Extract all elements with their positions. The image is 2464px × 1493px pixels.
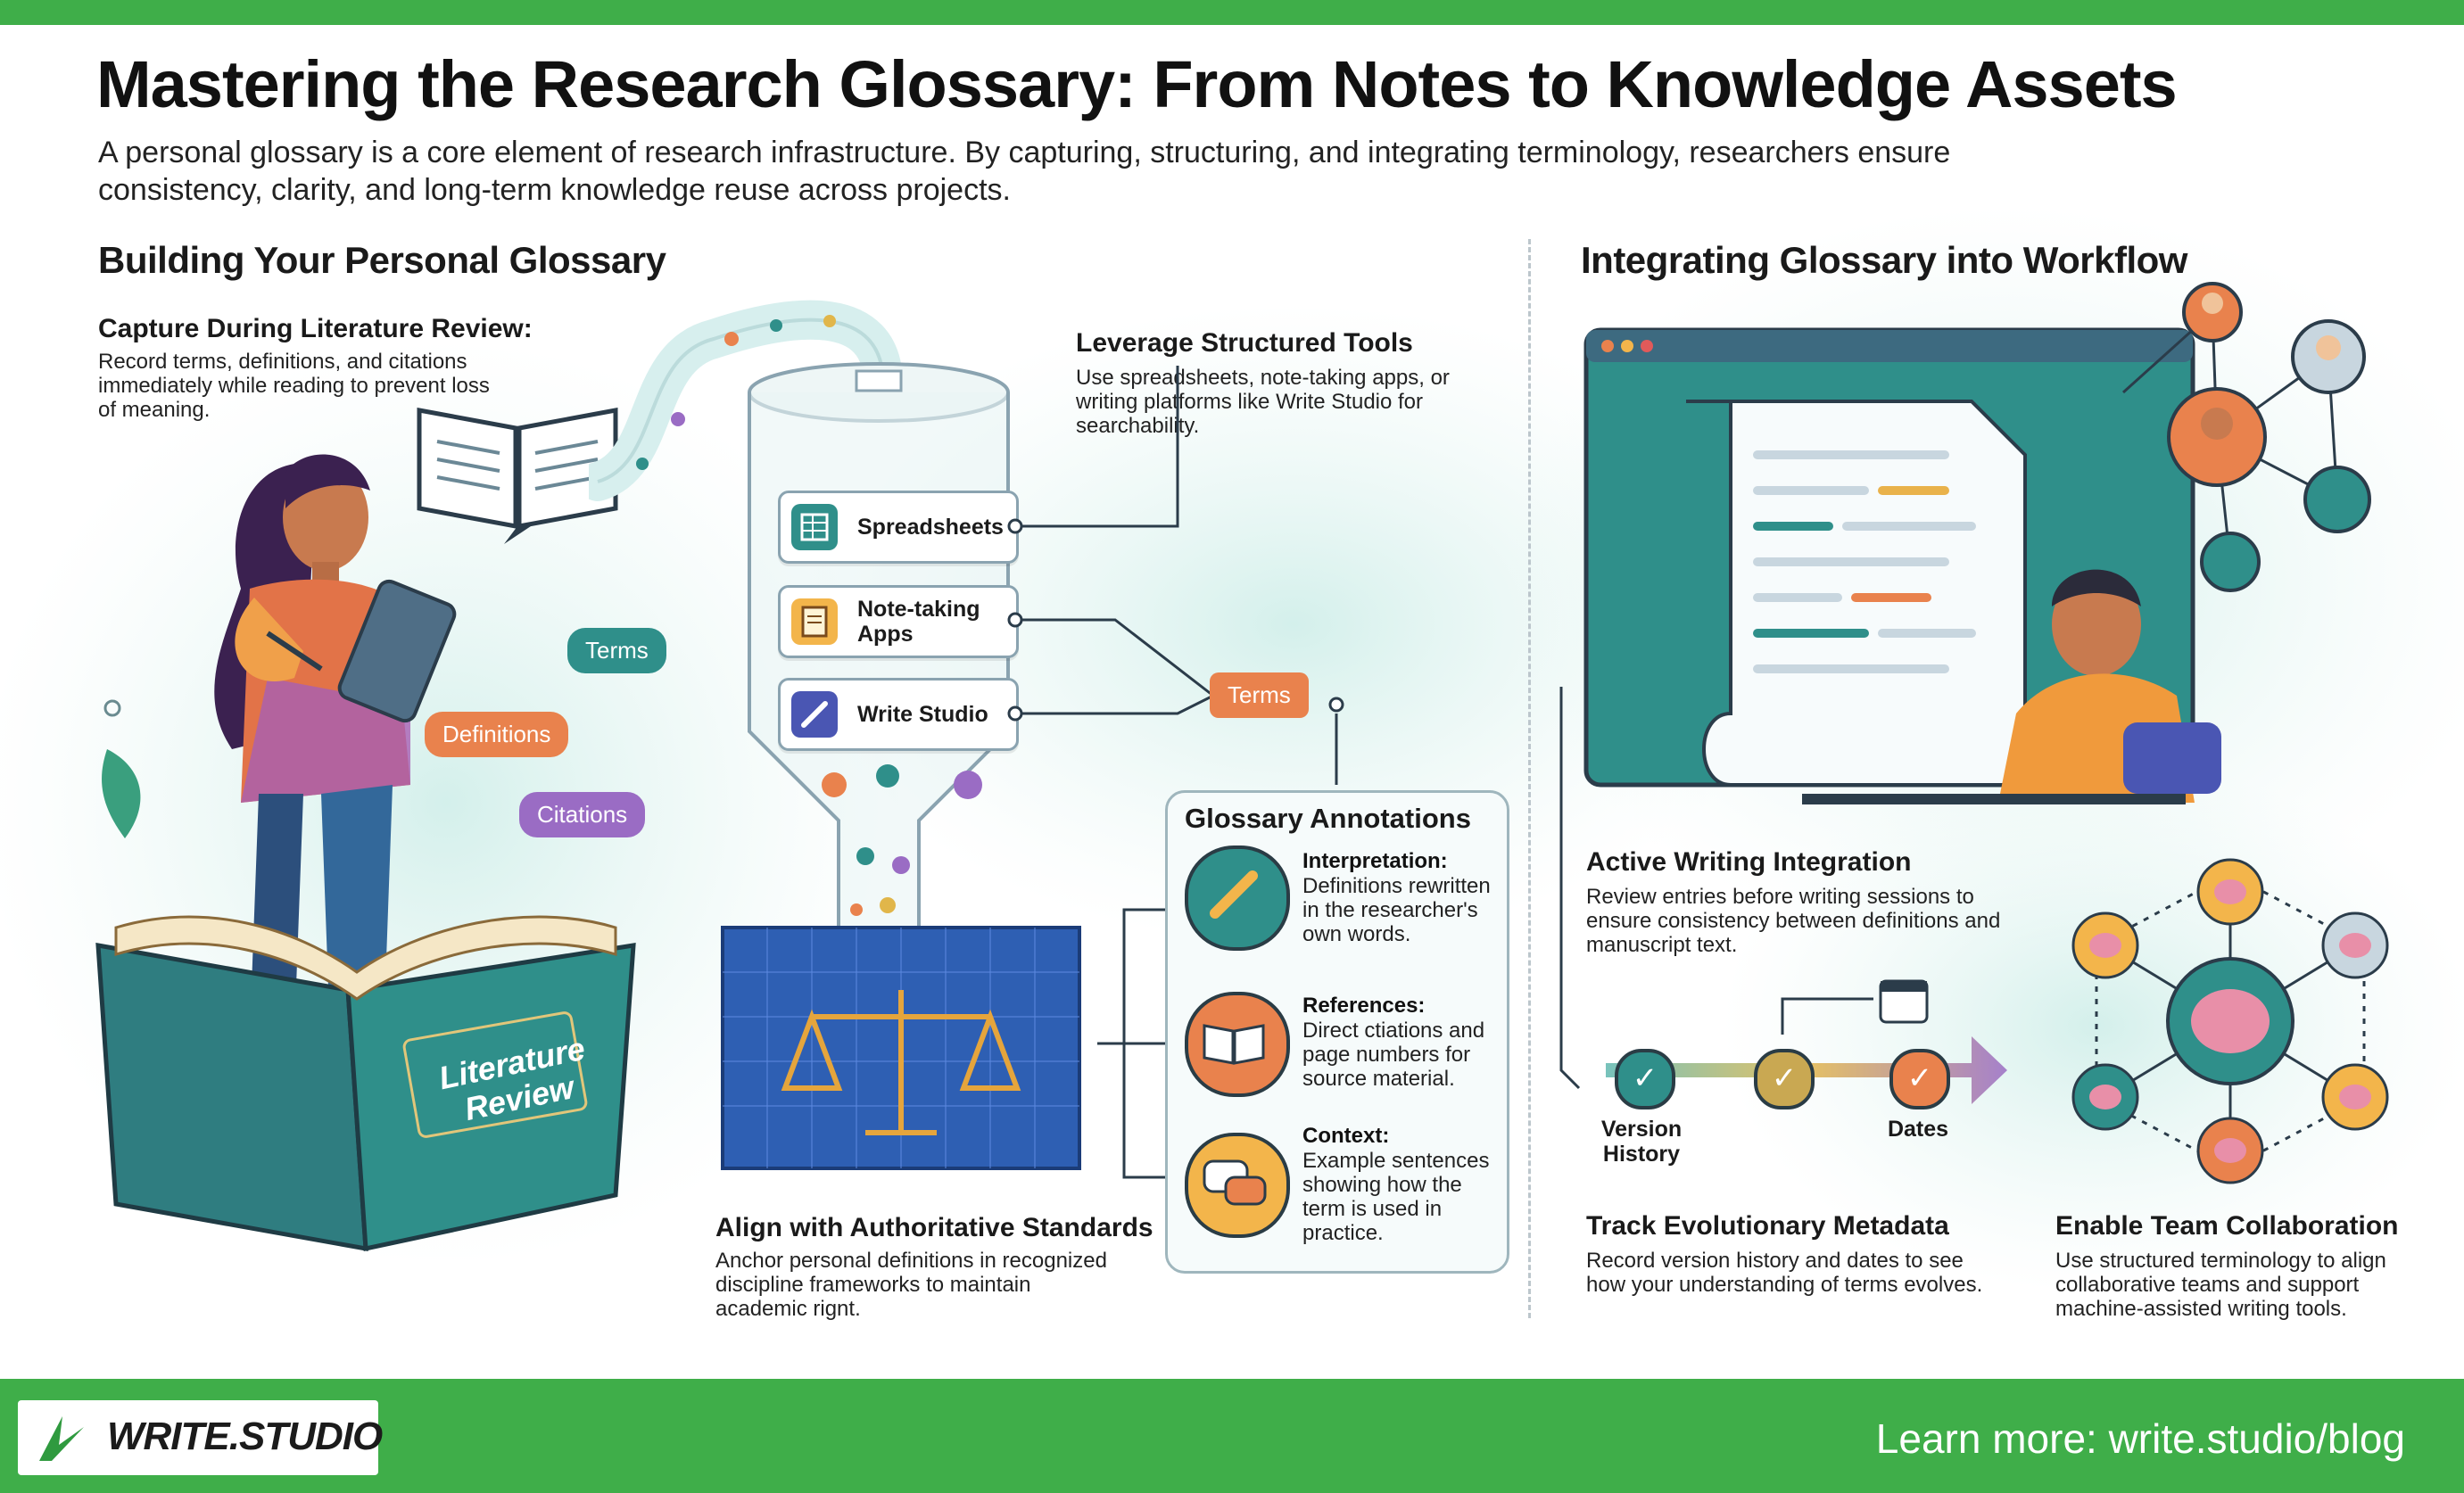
capture-title: Capture During Literature Review: bbox=[98, 314, 533, 343]
literature-review-book bbox=[95, 915, 636, 1252]
tool-label: Note-taking Apps bbox=[857, 597, 980, 647]
annotations-title: Glossary Annotations bbox=[1185, 803, 1471, 834]
annotation-text: Direct ctiations and page numbers for so… bbox=[1302, 1019, 1485, 1091]
page-subtitle: A personal glossary is a core element of… bbox=[98, 136, 1951, 207]
active-title: Active Writing Integration bbox=[1586, 847, 1912, 877]
tool-label: Write Studio bbox=[857, 702, 988, 727]
notes-icon bbox=[791, 598, 838, 645]
metadata-title: Track Evolutionary Metadata bbox=[1586, 1211, 1949, 1241]
left-section-heading: Building Your Personal Glossary bbox=[98, 239, 666, 281]
flow-tube bbox=[589, 300, 903, 501]
annotation-label: References: bbox=[1302, 994, 1426, 1018]
version-history-label: Version History bbox=[1600, 1117, 1683, 1167]
brand-logo-icon bbox=[39, 1416, 84, 1461]
book-icon bbox=[1185, 992, 1290, 1097]
annotation-label: Context: bbox=[1302, 1124, 1390, 1148]
terms-tag: Terms bbox=[1210, 672, 1309, 718]
annotation-text: Example sentences showing how the term i… bbox=[1302, 1149, 1490, 1245]
metadata-body: Record version history and dates to see … bbox=[1586, 1249, 1983, 1297]
definitions-bubble: Definitions bbox=[425, 712, 569, 757]
dates-label: Dates bbox=[1887, 1117, 1949, 1142]
collaboration-network bbox=[2121, 282, 2371, 592]
citations-bubble: Citations bbox=[519, 792, 646, 837]
team-title: Enable Team Collaboration bbox=[2055, 1211, 2399, 1241]
terms-bubble: Terms bbox=[567, 628, 666, 673]
section-divider bbox=[1528, 239, 1531, 1318]
brain-network bbox=[2071, 858, 2389, 1184]
footer-bar bbox=[0, 1379, 2464, 1493]
active-body: Review entries before writing sessions t… bbox=[1586, 885, 2001, 957]
blueprint-scale bbox=[721, 926, 1081, 1170]
brand-name: WRITE.STUDIO bbox=[107, 1415, 383, 1458]
check-icon: ✓ bbox=[1889, 1049, 1950, 1109]
page-title: Mastering the Research Glossary: From No… bbox=[96, 47, 2178, 121]
check-icon: ✓ bbox=[1754, 1049, 1815, 1109]
pencil-icon bbox=[1185, 845, 1290, 951]
check-icon: ✓ bbox=[1615, 1049, 1675, 1109]
tool-spreadsheets[interactable]: Spreadsheets bbox=[778, 491, 1019, 564]
learn-more-link[interactable]: Learn more: write.studio/blog bbox=[1875, 1415, 2405, 1462]
spreadsheet-icon bbox=[791, 504, 838, 550]
monitor-illustration bbox=[1583, 327, 2221, 804]
annotation-text: Definitions rewritten in the researcher'… bbox=[1302, 874, 1491, 946]
top-accent-bar bbox=[0, 0, 2464, 25]
researcher-illustration bbox=[102, 454, 457, 1035]
annotation-label: Interpretation: bbox=[1302, 849, 1448, 873]
align-title: Align with Authoritative Standards bbox=[715, 1213, 1153, 1242]
tool-connectors bbox=[1007, 366, 1344, 785]
tool-note-taking[interactable]: Note-taking Apps bbox=[778, 585, 1019, 658]
capture-body: Record terms, definitions, and citations… bbox=[98, 350, 490, 422]
chat-icon bbox=[1185, 1133, 1290, 1238]
tool-label: Spreadsheets bbox=[857, 515, 1004, 540]
brand-logo-box[interactable] bbox=[18, 1400, 378, 1475]
align-body: Anchor personal definitions in recognize… bbox=[715, 1249, 1107, 1321]
team-body: Use structured terminology to align coll… bbox=[2055, 1249, 2386, 1321]
pencil-icon bbox=[791, 691, 838, 738]
tools-title: Leverage Structured Tools bbox=[1076, 328, 1413, 358]
tool-write-studio[interactable]: Write Studio bbox=[778, 678, 1019, 751]
right-section-heading: Integrating Glossary into Workflow bbox=[1581, 239, 2187, 281]
